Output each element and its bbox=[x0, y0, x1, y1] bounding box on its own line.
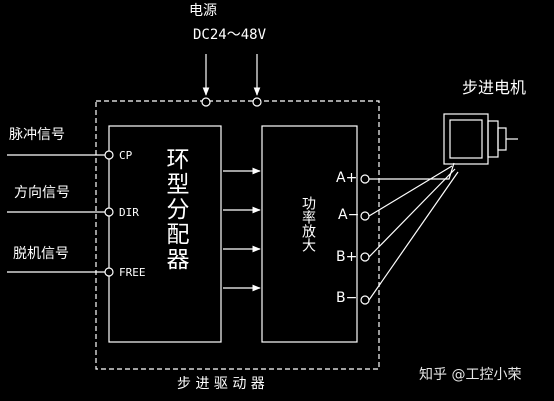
motor-label: 步进电机 bbox=[462, 78, 527, 97]
output-a-minus: A− bbox=[338, 207, 360, 223]
output-wiring bbox=[360, 162, 459, 305]
stepper-motor-icon bbox=[443, 113, 518, 165]
input-label-direction: 方向信号 bbox=[14, 185, 70, 201]
input-signals bbox=[7, 150, 114, 277]
driver-label: 步 进 驱 动 器 bbox=[177, 376, 265, 392]
pin-dir: DIR bbox=[119, 206, 139, 219]
distributor-block bbox=[108, 125, 222, 343]
driver-housing bbox=[95, 100, 380, 370]
output-a-plus: A+ bbox=[336, 170, 358, 186]
pin-free: FREE bbox=[119, 266, 146, 279]
output-b-plus: B+ bbox=[336, 249, 358, 265]
amplifier-block bbox=[261, 125, 358, 343]
input-label-free: 脱机信号 bbox=[13, 246, 69, 262]
input-label-pulse: 脉冲信号 bbox=[9, 127, 65, 143]
watermark: 知乎 @工控小荣 bbox=[419, 367, 522, 383]
amplifier-label: 功率放大 bbox=[300, 196, 316, 252]
power-voltage: DC24～48V bbox=[193, 27, 267, 43]
power-feed bbox=[201, 54, 262, 107]
pin-cp: CP bbox=[119, 149, 133, 162]
output-b-minus: B− bbox=[336, 290, 358, 306]
power-title: 电源 bbox=[189, 3, 217, 19]
internal-arrows bbox=[223, 167, 261, 292]
distributor-label: 环型分配器 bbox=[162, 147, 188, 272]
